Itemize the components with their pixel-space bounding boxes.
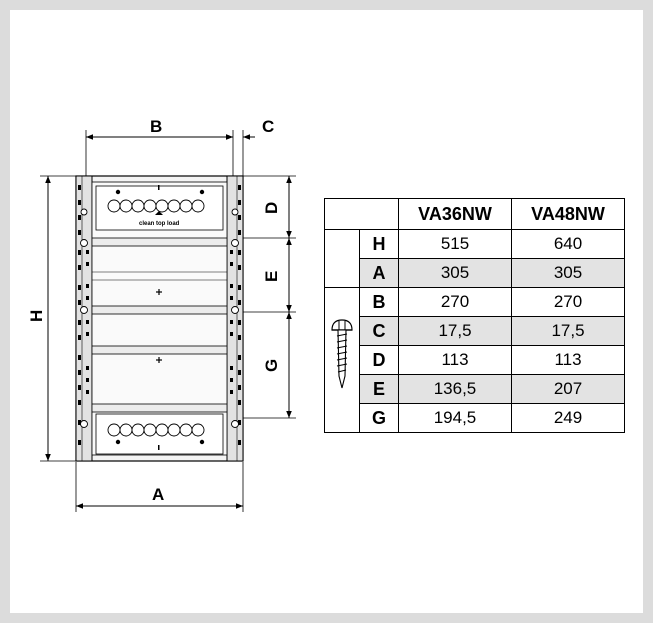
- row-value-va36nw: 194,5: [398, 403, 512, 433]
- row-value-va48nw: 270: [511, 287, 625, 317]
- top-rail-marking: clean top load: [139, 221, 180, 227]
- row-letter: H: [359, 229, 399, 259]
- dimension-lines: [45, 134, 292, 509]
- enclosure: [75, 175, 244, 462]
- table-row: H 515 640: [324, 229, 625, 259]
- dimension-table: VA36NW VA48NW H 515 640 A 305 305: [324, 198, 625, 433]
- row-value-va48nw: 249: [511, 403, 625, 433]
- center-marks: [156, 289, 162, 363]
- screw-icon-cell: [324, 287, 360, 433]
- table-row: B 270 270: [324, 287, 625, 433]
- table-header-va48nw: VA48NW: [511, 198, 625, 230]
- table-row: D 113 113: [325, 345, 625, 375]
- screw-icon: [331, 319, 353, 389]
- side-rail-slots: [78, 185, 241, 445]
- top-terminal-screws: [115, 185, 205, 215]
- row-value-va48nw: 207: [511, 374, 625, 404]
- row-value-va36nw: 305: [398, 258, 512, 288]
- row-letter: G: [359, 403, 399, 433]
- label-d: D: [262, 202, 281, 214]
- table-icon-cell: [324, 229, 360, 259]
- table-header-row: VA36NW VA48NW: [324, 198, 625, 230]
- row-value-va36nw: 515: [398, 229, 512, 259]
- table-header-blank: [324, 198, 399, 230]
- bottom-terminal-screws: [115, 439, 205, 450]
- label-a: A: [152, 485, 164, 504]
- table-header-va36nw: VA36NW: [398, 198, 512, 230]
- table-row: C 17,5 17,5: [325, 316, 625, 346]
- row-value-va36nw: 113: [398, 345, 512, 375]
- top-terminal-holes: [107, 199, 205, 213]
- label-e: E: [262, 271, 281, 282]
- row-value-va36nw: 17,5: [398, 316, 512, 346]
- table-icon-cell: [324, 258, 360, 288]
- row-value-va48nw: 305: [511, 258, 625, 288]
- table-row: A 305 305: [324, 258, 625, 288]
- rail-mounting-holes: [80, 208, 239, 428]
- table-row: G 194,5 249: [325, 403, 625, 433]
- row-value-va48nw: 17,5: [511, 316, 625, 346]
- row-letter: D: [359, 345, 399, 375]
- bottom-terminal-holes: [107, 423, 205, 437]
- table-row: E 136,5 207: [325, 374, 625, 404]
- row-value-va36nw: 136,5: [398, 374, 512, 404]
- row-letter: B: [359, 287, 399, 317]
- label-h: H: [27, 310, 46, 322]
- row-value-va48nw: 640: [511, 229, 625, 259]
- row-letter: C: [359, 316, 399, 346]
- label-c: C: [262, 117, 274, 136]
- row-letter: E: [359, 374, 399, 404]
- row-value-va48nw: 113: [511, 345, 625, 375]
- row-letter: A: [359, 258, 399, 288]
- label-b: B: [150, 117, 162, 136]
- row-value-va36nw: 270: [398, 287, 512, 317]
- label-g: G: [262, 359, 281, 372]
